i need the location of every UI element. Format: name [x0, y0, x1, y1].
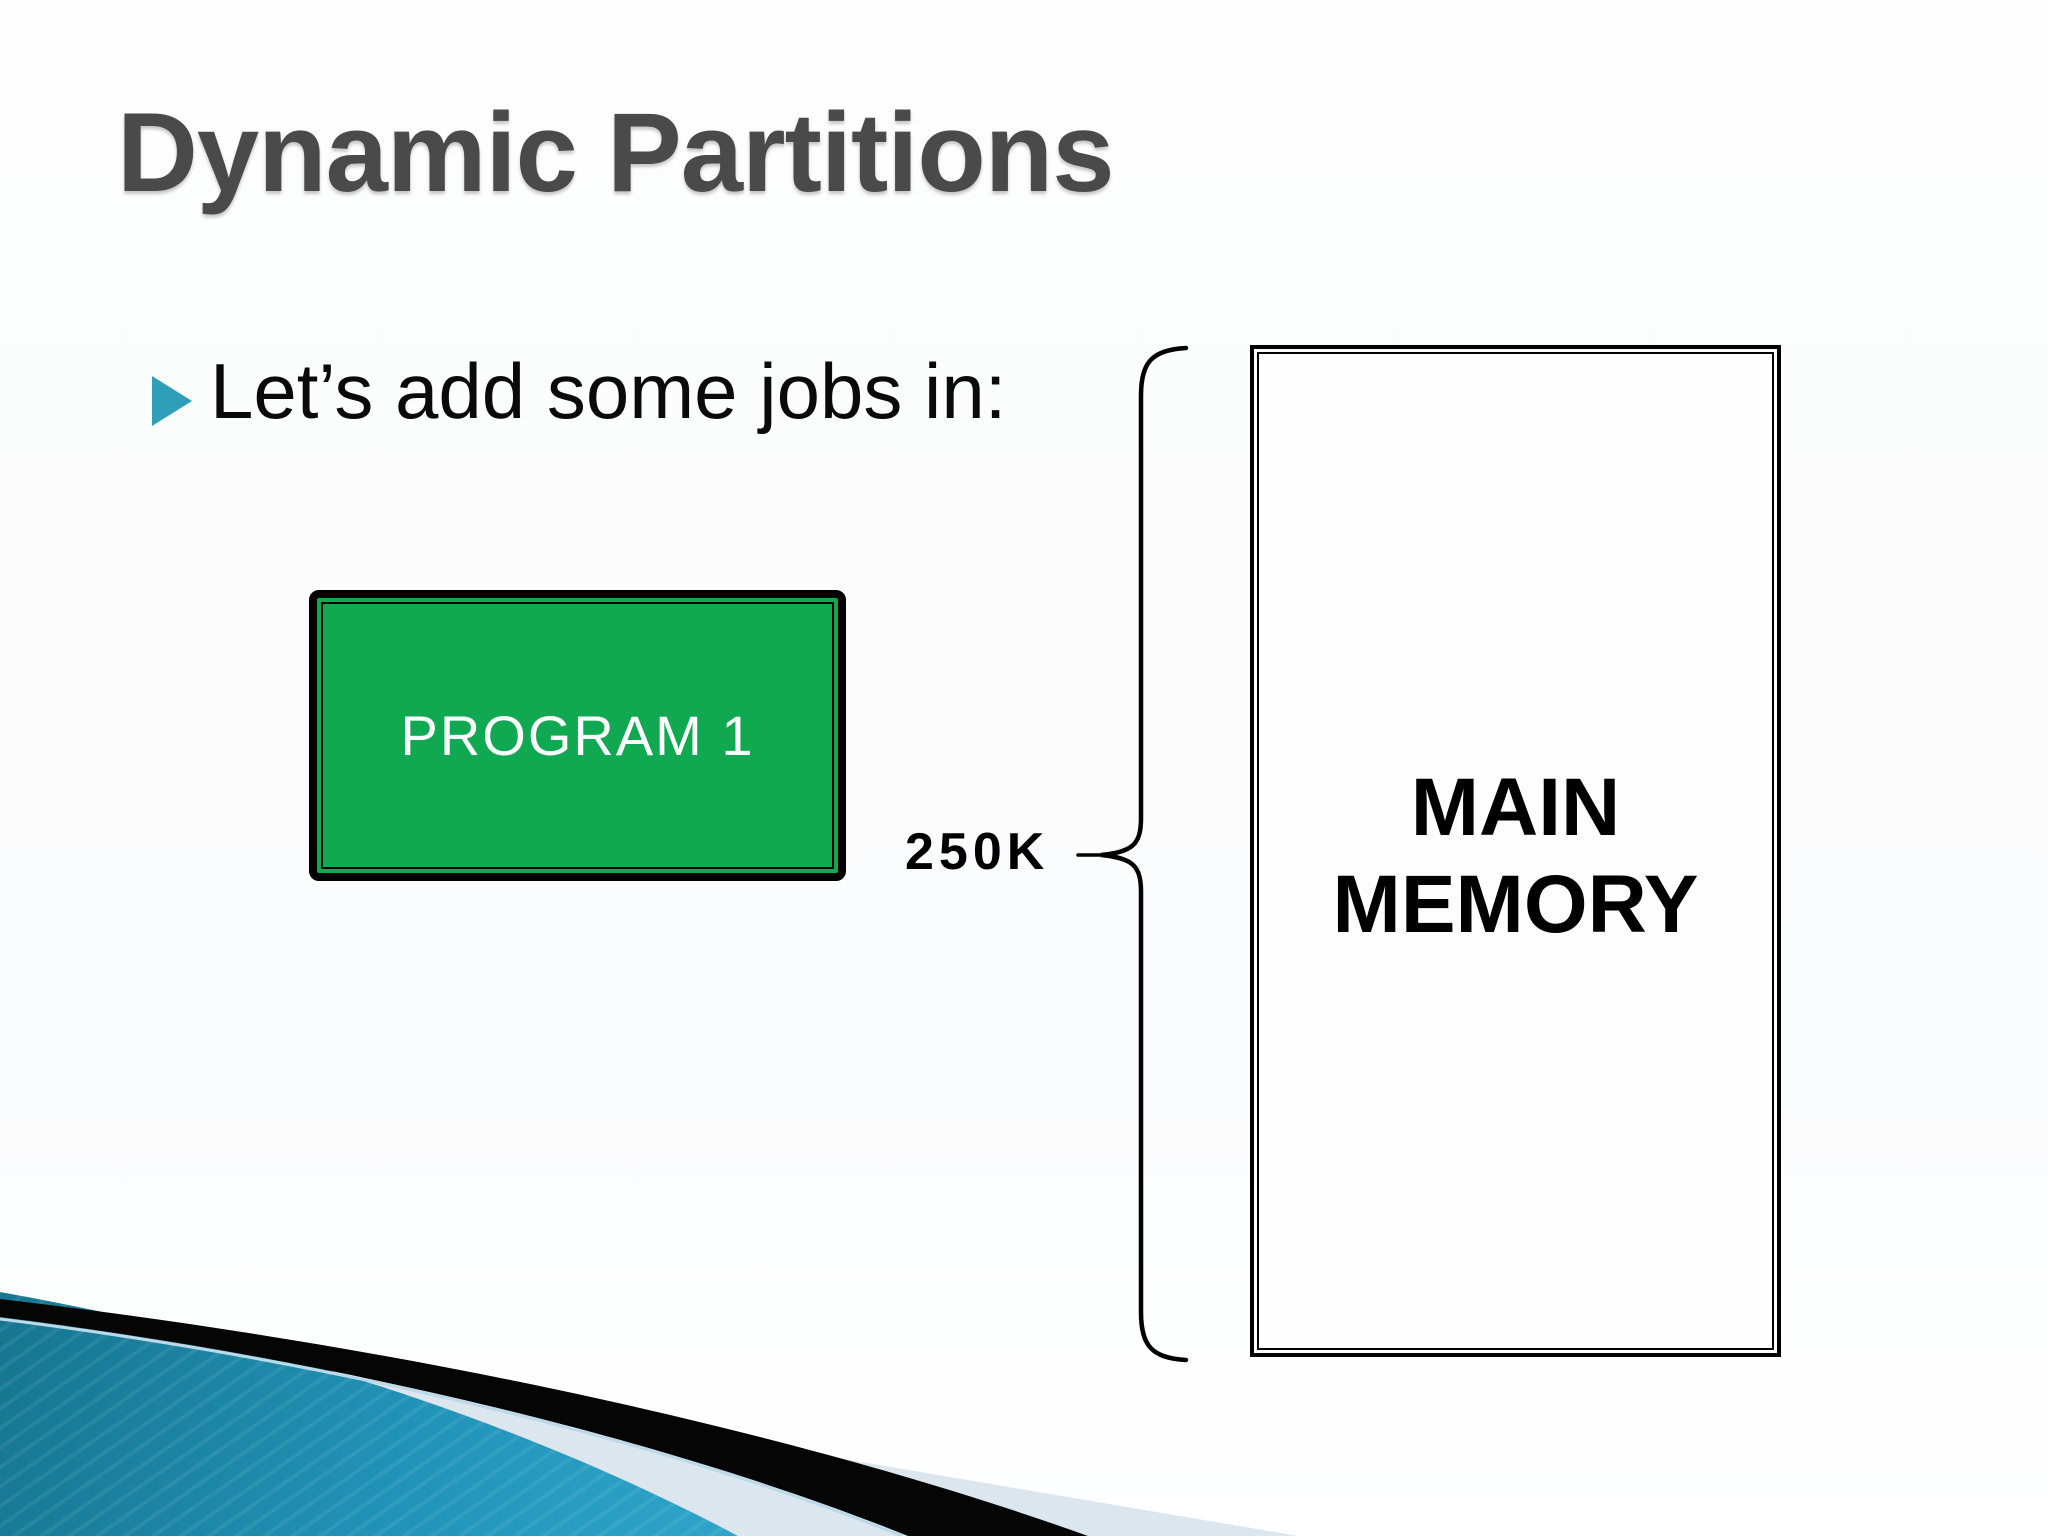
program1-label: PROGRAM 1 [400, 704, 755, 767]
page-title: Dynamic Partitions [117, 90, 1115, 215]
program1-shape: PROGRAM 1 [309, 590, 846, 881]
footer-teal-texture [0, 1292, 738, 1536]
bullet-triangle-icon [152, 376, 192, 426]
main-memory-label: MAIN MEMORY [1332, 762, 1699, 950]
size-label-250k: 250K [905, 823, 1050, 881]
footer-pale-wedge [0, 1316, 1298, 1536]
footer-highlight-line [0, 1317, 903, 1536]
curly-brace-icon [1100, 345, 1189, 1363]
footer-teal-swoosh [0, 1292, 738, 1536]
main-memory-shape: MAIN MEMORY [1250, 345, 1781, 1357]
footer-black-swoosh [0, 1299, 1088, 1536]
bullet-text: Let’s add some jobs in: [210, 347, 1007, 435]
